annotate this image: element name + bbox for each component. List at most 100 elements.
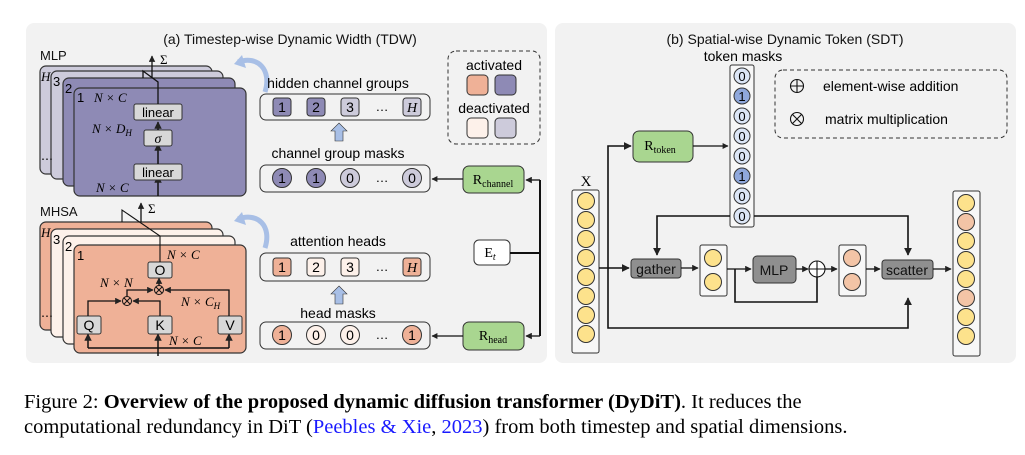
mlp-stack-label-1: 1	[77, 90, 84, 105]
token	[957, 308, 975, 326]
token	[957, 327, 975, 345]
residual-line	[734, 269, 818, 303]
mhsa-v-box	[217, 315, 243, 335]
token	[577, 211, 595, 229]
masks-to-gather-line	[653, 215, 730, 256]
mask-cell-label: 0	[312, 327, 320, 343]
mhsa-qk-matmul	[122, 296, 132, 306]
mask-to-group-arrow-mlp	[330, 122, 348, 142]
panel-a-title: (a) Timestep-wise Dynamic Width (TDW)	[163, 31, 417, 47]
mask-cell-label: 0	[346, 327, 354, 343]
group-cell	[340, 257, 360, 277]
token	[957, 251, 975, 269]
mask-cell	[402, 168, 422, 188]
caption-line2-b: ) from both timestep and spatial dimensi…	[482, 416, 848, 438]
group-cell-label: 2	[312, 99, 320, 115]
mask-cell-label: 1	[312, 170, 320, 186]
mhsa-stack-label-h: H	[40, 225, 51, 240]
mhsa-output-line	[121, 208, 161, 262]
mask-cell	[340, 168, 360, 188]
mask-cell	[306, 168, 326, 188]
x-to-router-line	[599, 142, 632, 269]
mlp-stack-label-h: H	[40, 69, 51, 84]
mlp-sum-symbol: Σ	[160, 52, 168, 67]
legend-activated-mhsa-swatch	[466, 74, 489, 96]
mlp-stack	[39, 65, 247, 197]
mlp-ellipsis: ⋯	[41, 152, 53, 166]
token-mask-cell	[733, 127, 751, 145]
mhsa-v-label: V	[225, 317, 235, 333]
group-cell	[340, 97, 360, 117]
x-skip-line	[607, 268, 912, 329]
mlp-dim-bottom: N × C	[95, 180, 129, 195]
mhsa-k-label: K	[155, 317, 165, 333]
panel-b-title: (b) Spatial-wise Dynamic Token (SDT)	[666, 31, 903, 47]
token-mask-cell	[733, 167, 751, 185]
token-masks-label: token masks	[704, 48, 783, 64]
caption-prefix: Figure 2:	[24, 391, 104, 413]
mhsa-ellipsis: ⋯	[41, 309, 53, 323]
dydit-figure: (a) Timestep-wise Dynamic Width (TDW) (b…	[26, 23, 1016, 363]
mlp-dim-mid: N × DH	[91, 121, 132, 138]
gathered-tokens-items	[704, 249, 722, 291]
legend-activated-mlp-swatch	[494, 74, 517, 96]
mask-cell	[340, 325, 360, 345]
token-mask-value: 0	[738, 129, 745, 144]
token	[957, 213, 975, 231]
mlp-dim-mid-main: N × D	[91, 121, 126, 136]
input-tokens-items	[577, 192, 595, 343]
citation-link-authors[interactable]: Peebles & Xie	[312, 416, 432, 438]
mlp-output-line	[142, 69, 159, 104]
mhsa-dim-in: N × C	[168, 333, 202, 348]
mhsa-q-label: Q	[84, 317, 95, 333]
citation-link-year[interactable]: 2023	[441, 416, 483, 438]
mlp-label: MLP	[40, 48, 67, 63]
row-ellipsis: …	[376, 99, 389, 114]
channel-group-masks-label: channel group masks	[271, 145, 404, 161]
legend-deactivated-mlp-swatch	[494, 117, 517, 139]
add-op-cross	[809, 261, 825, 277]
mhsa-dim-v-sub: H	[213, 301, 221, 311]
head-masks-label: head masks	[300, 305, 375, 321]
group-cell	[272, 97, 292, 117]
mlp-dim-mid-sub: H	[124, 128, 132, 138]
mlp-dim-top: N × C	[93, 90, 127, 105]
mhsa-k-to-mul	[132, 297, 161, 316]
row-ellipsis: …	[376, 170, 389, 185]
mhsa-av-matmul	[154, 285, 164, 295]
mhsa-dim-v-main: N × C	[180, 294, 214, 309]
group-cell-label: 2	[312, 259, 320, 275]
mhsa-v-to-mul	[164, 286, 230, 316]
mask-to-group-arrow-mhsa	[330, 285, 348, 305]
mask-cell-label: 0	[346, 170, 354, 186]
mask-cell-label: 1	[278, 170, 286, 186]
legend-deactivated-label: deactivated	[458, 100, 530, 116]
token	[843, 273, 861, 291]
legend-activated-label: activated	[466, 57, 522, 73]
token	[577, 249, 595, 267]
group-cell-label: H	[406, 101, 418, 116]
caption-line-2: computational redundancy in DiT (Peebles…	[24, 415, 1009, 440]
add-legend-label: element-wise addition	[823, 78, 958, 94]
token	[957, 270, 975, 288]
attention-heads-label: attention heads	[290, 233, 386, 249]
mask-cell	[272, 168, 292, 188]
caption-bold-title: Overview of the proposed dynamic diffusi…	[103, 391, 681, 413]
mhsa-av-matmul-cross	[155, 286, 163, 294]
group-cell-label: H	[406, 261, 418, 276]
add-legend-icon-cross	[790, 79, 804, 93]
mhsa-sum-symbol: Σ	[148, 201, 156, 216]
mhsa-stack-label-2: 2	[65, 239, 72, 254]
token-mask-cell	[733, 147, 751, 165]
mlp-activation-label: σ	[155, 132, 163, 147]
row-ellipsis: …	[376, 259, 389, 274]
mhsa-label: MHSA	[40, 204, 78, 219]
token-mask-value: 1	[738, 169, 745, 184]
token-mask-cell	[733, 187, 751, 205]
scatter-op-label: scatter	[886, 262, 928, 278]
router-head-label: Rhead	[479, 329, 507, 346]
